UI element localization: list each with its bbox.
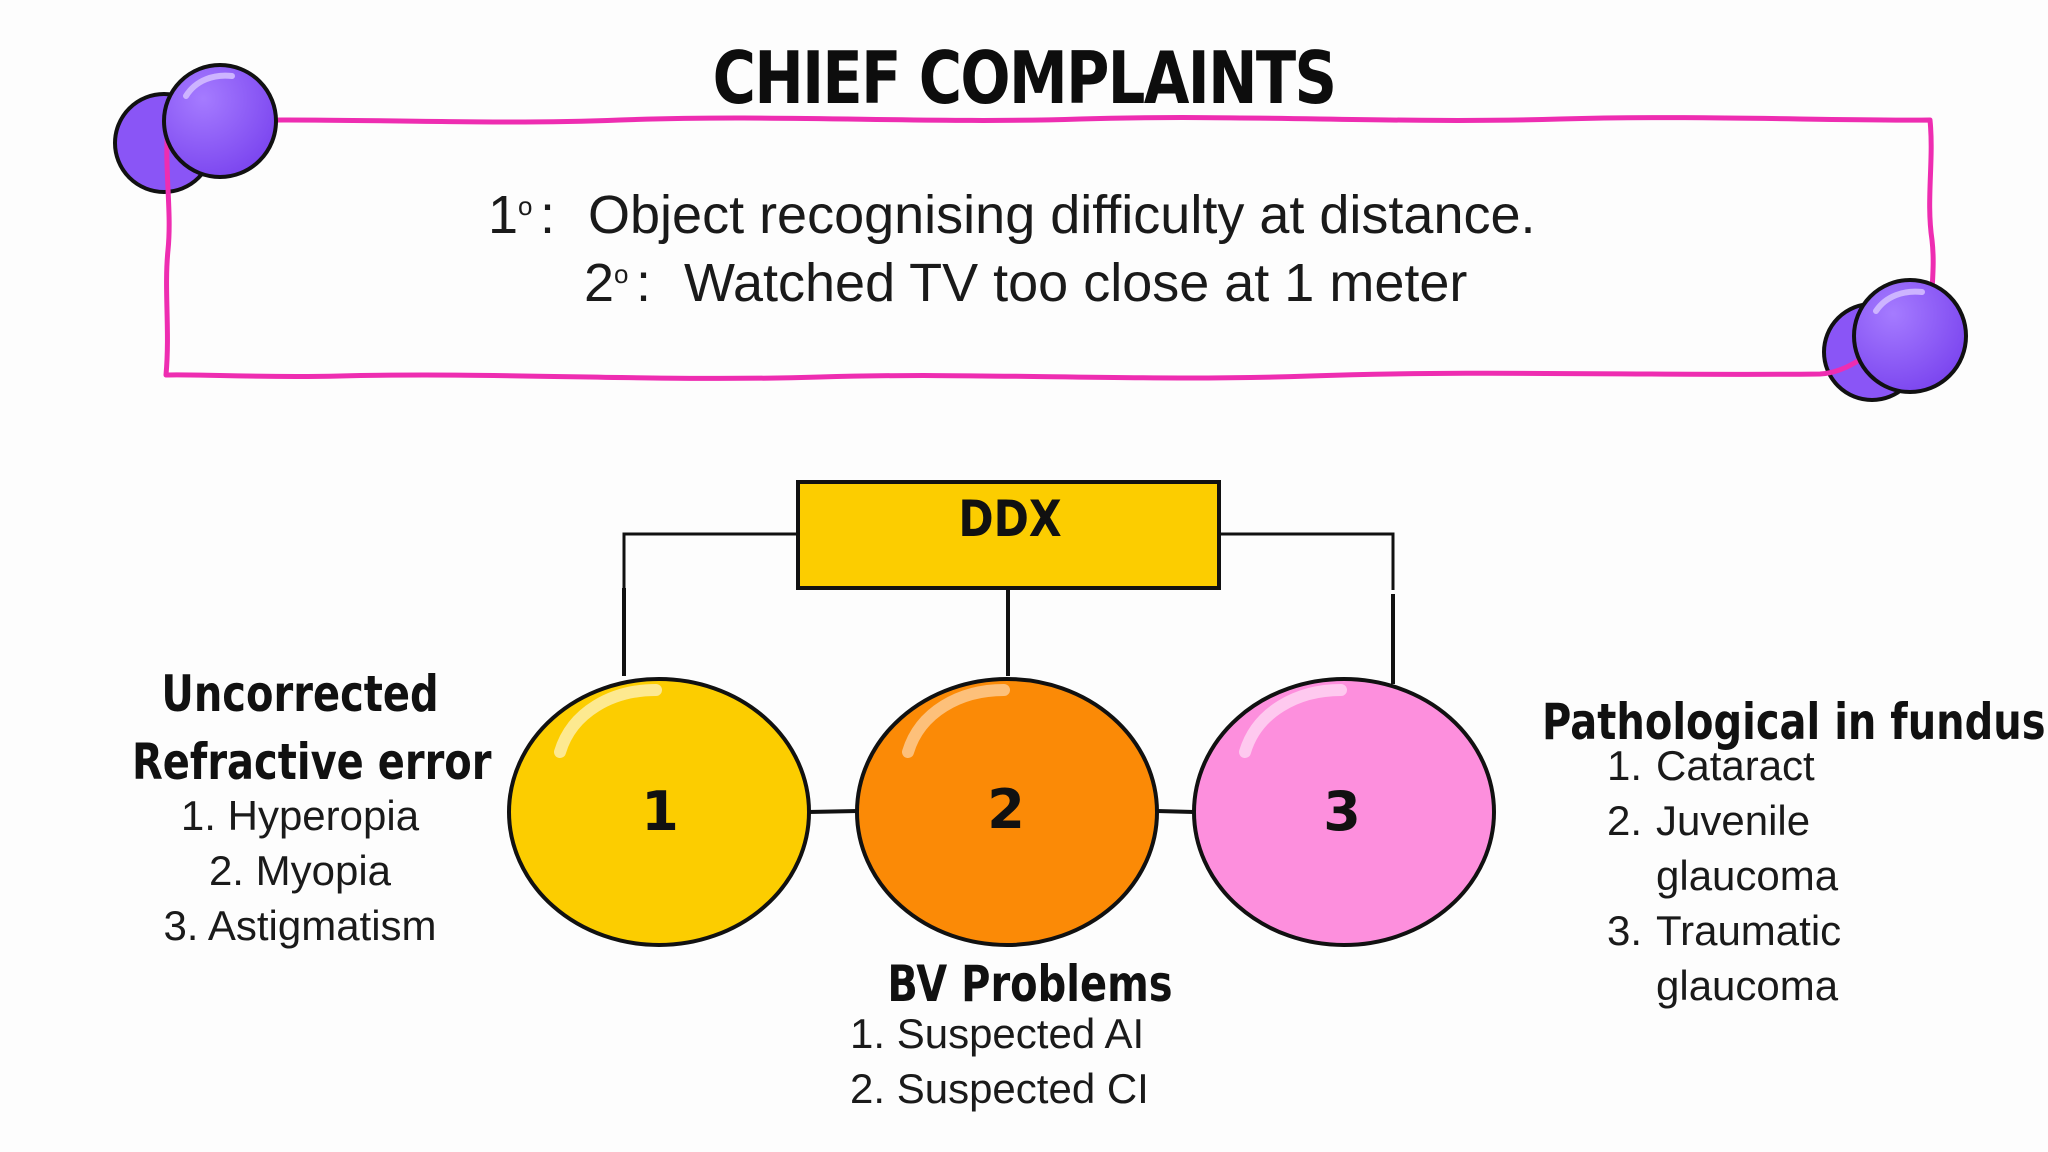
ddx-circle-1 <box>507 677 811 947</box>
ddx-connectors <box>622 532 1395 814</box>
refractive-error-list: 1. Hyperopia 2. Myopia 3. Astigmatism <box>120 788 480 953</box>
complaint-ordinal: 1o <box>488 185 533 245</box>
bv-problems-title: BV Problems <box>887 955 1173 1013</box>
fundus-title: Pathological in fundus <box>1542 693 2046 751</box>
complaint-separator: : <box>540 185 556 245</box>
circle-number-1: 1 <box>641 780 679 843</box>
ddx-circle-2 <box>855 677 1159 947</box>
circle-number-3: 3 <box>1323 780 1361 843</box>
ddx-circle-3 <box>1192 677 1496 947</box>
complaint-primary: 1o: Object recognising difficulty at dist… <box>488 184 1536 246</box>
complaint-secondary: 2o: Watched TV too close at 1 meter <box>584 252 1467 314</box>
list-item: 2. Suspected CI <box>850 1065 1149 1112</box>
list-item: 1. Hyperopia <box>180 792 420 839</box>
list-item: 3.Traumatic <box>1606 907 1842 954</box>
list-item-continuation: glaucoma <box>1656 852 1839 899</box>
decorative-bubble-bottom-right-front <box>1852 278 1968 394</box>
fundus-list: 1.Cataract 2.Juvenile glaucoma 3.Traumat… <box>1580 738 1920 1013</box>
list-item: 1.Cataract <box>1606 742 1815 789</box>
list-item: 3. Astigmatism <box>163 902 437 949</box>
circle-number-2: 2 <box>987 778 1025 841</box>
bv-problems-list: 1. Suspected AI 2. Suspected CI <box>850 1006 1180 1116</box>
complaint-frame <box>163 115 1937 381</box>
complaint-text: Watched TV too close at 1 meter <box>684 253 1468 313</box>
complaint-separator: : <box>636 253 652 313</box>
list-item-continuation: glaucoma <box>1656 962 1839 1009</box>
refractive-error-title: Uncorrected Refractive error <box>132 665 492 791</box>
ddx-box <box>796 480 1221 590</box>
list-item: 2.Juvenile <box>1606 797 1811 844</box>
complaint-ordinal: 2o <box>584 253 629 313</box>
page-title: CHIEF COMPLAINTS <box>712 36 1337 120</box>
decorative-bubble-top-left-front <box>162 63 278 179</box>
complaint-text: Object recognising difficulty at distanc… <box>588 185 1536 245</box>
list-item: 2. Myopia <box>208 847 392 894</box>
list-item: 1. Suspected AI <box>850 1010 1145 1057</box>
ddx-label: DDX <box>958 490 1062 548</box>
